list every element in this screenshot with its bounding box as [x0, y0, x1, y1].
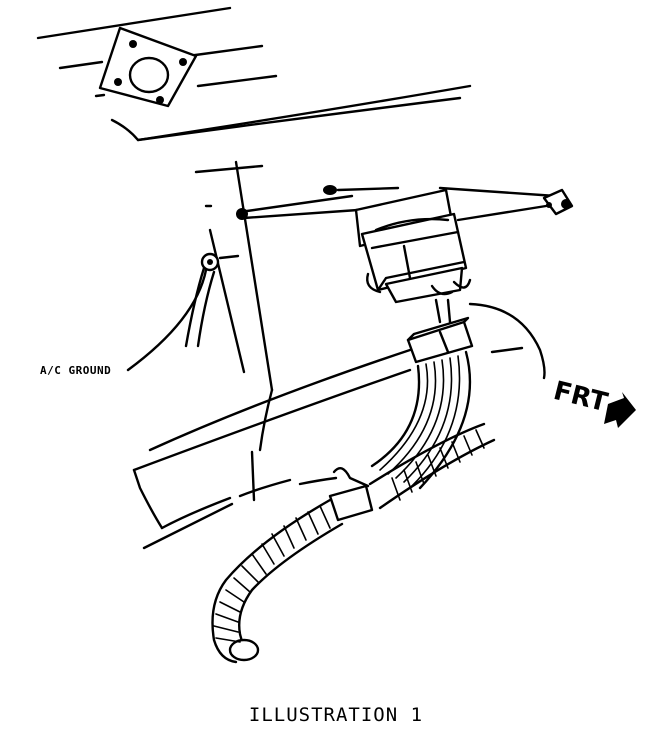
ac-ground-wire [126, 252, 240, 372]
mounting-plate [36, 6, 278, 108]
wire-bundle [328, 350, 472, 522]
conduit-ribs [213, 429, 485, 643]
front-direction-indicator: FRT [550, 376, 636, 428]
body-panel [110, 84, 546, 550]
ground-strap [236, 185, 574, 222]
front-label: FRT [550, 376, 610, 418]
corrugated-conduit [211, 422, 496, 664]
ac-ground-label: A/C GROUND [40, 364, 111, 377]
wire-connector [406, 316, 474, 364]
front-direction-arrow-icon [604, 392, 636, 428]
relay-module [354, 188, 472, 324]
illustration-caption: ILLUSTRATION 1 [248, 704, 424, 726]
